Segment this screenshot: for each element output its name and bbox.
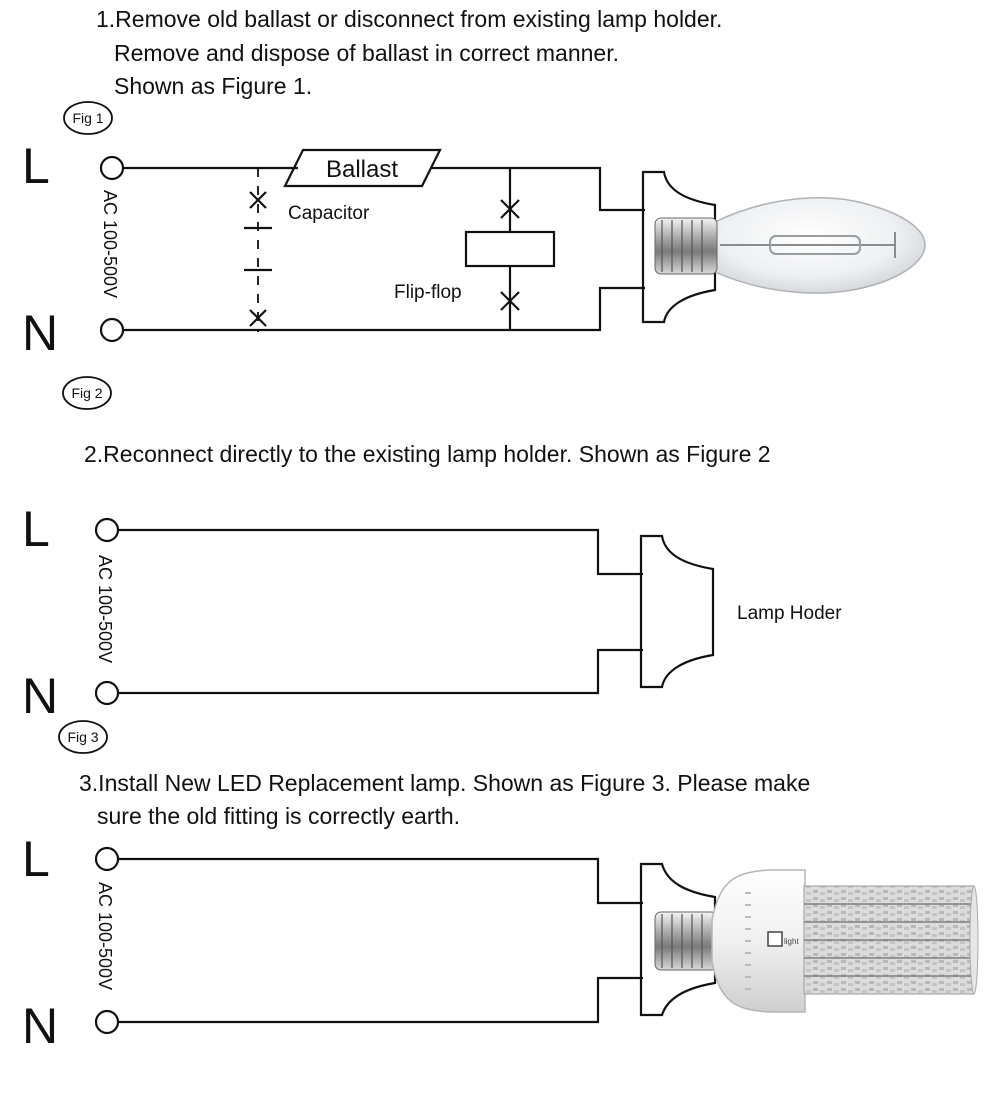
fig1-lamp-holder [641, 170, 717, 324]
flipflop: Flip-flop [394, 168, 556, 330]
step1-line3: Shown as Figure 1. [114, 73, 312, 99]
ballast-label: Ballast [326, 156, 398, 183]
ballast: Ballast [283, 148, 442, 188]
flipflop-label: Flip-flop [394, 282, 462, 303]
fig3-neutral-letter: N [22, 998, 58, 1054]
step3-line1: 3.Install New LED Replacement lamp. Show… [79, 770, 810, 796]
fig1-neutral-letter: N [22, 305, 58, 361]
fig1-badge: Fig 1 [63, 101, 113, 135]
step2-line1: 2.Reconnect directly to the existing lam… [84, 441, 771, 467]
fig1-label: Fig 1 [72, 110, 103, 126]
fig1-neutral-terminal [99, 317, 125, 343]
fig1-live-letter: L [22, 138, 50, 194]
fig2-live-terminal [94, 517, 120, 543]
fig2-voltage-label: AC 100-500V [95, 555, 115, 663]
brand-logo-text: light [784, 937, 799, 946]
step1-line1: 1.Remove old ballast or disconnect from … [96, 6, 722, 32]
fig2-lamp-holder [639, 534, 715, 689]
fig2-label: Fig 2 [71, 385, 102, 401]
lamp-holder-label: Lamp Hoder [737, 603, 842, 624]
fig1-live-terminal [99, 155, 125, 181]
fig3-live-letter: L [22, 831, 50, 887]
fig2-neutral-letter: N [22, 668, 58, 724]
fig3-neutral-terminal [94, 1009, 120, 1035]
led-corn-lamp: light [654, 869, 979, 1013]
fig2-live-letter: L [22, 501, 50, 557]
capacitor: Capacitor [244, 168, 370, 332]
step1-line2: Remove and dispose of ballast in correct… [114, 40, 619, 66]
fig3-lamp-holder [639, 862, 717, 1017]
fig3-voltage-label: AC 100-500V [95, 882, 115, 990]
brand-logo: light [767, 931, 799, 947]
step3-line2: sure the old fitting is correctly earth. [97, 803, 460, 829]
hid-bulb [654, 197, 926, 294]
fig3-label: Fig 3 [67, 729, 98, 745]
capacitor-label: Capacitor [288, 203, 370, 224]
fig1-voltage-label: AC 100-500V [100, 190, 120, 298]
fig3-badge: Fig 3 [58, 720, 108, 754]
fig2-neutral-terminal [94, 680, 120, 706]
fig2-badge: Fig 2 [62, 376, 112, 410]
fig3-live-terminal [94, 846, 120, 872]
